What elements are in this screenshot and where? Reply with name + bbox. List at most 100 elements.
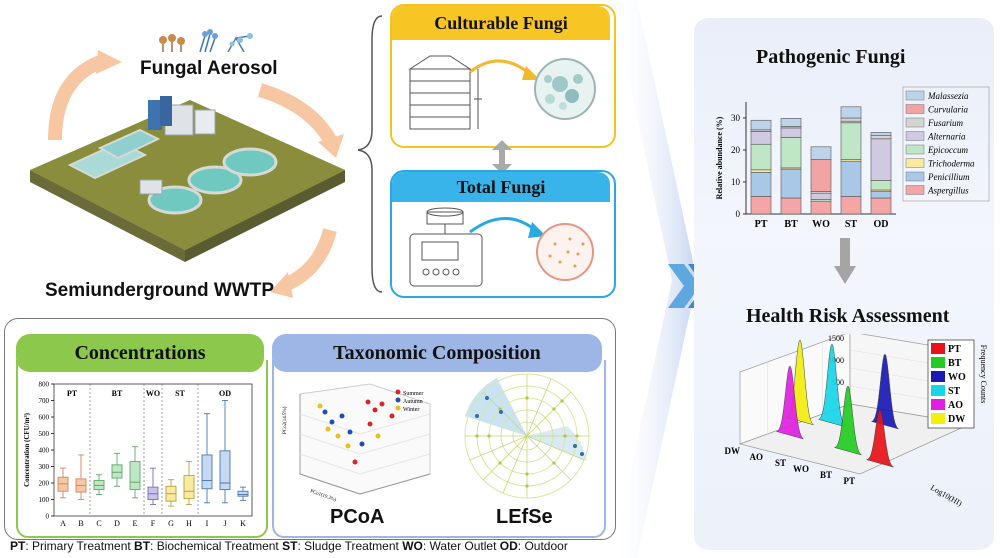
pcoa-legend-autumn: Autumn [403,399,423,405]
legend-label: BT [948,358,962,369]
box-body [183,475,195,500]
pcoa-plot: Summer Autumn Winter PCo2(14.5%) PCo1(19… [283,383,431,503]
bar-segment [780,168,802,199]
legend-label: DW [948,414,965,425]
x-axis-label: Log10(HI) [929,483,964,508]
bar-segment [780,197,802,215]
legend-swatch [905,144,925,155]
bar-segment [780,127,802,138]
box-body [129,461,141,491]
y-tick-label: 10 [731,177,741,187]
legend-swatch [931,399,945,410]
bar-segment [870,138,892,181]
category-label: PT [843,476,855,486]
y-tick-label: 30 [731,113,741,123]
legend-label: ST [948,386,961,397]
pathogenic-title: Pathogenic Fungi [756,46,906,68]
y-tick-label: 0 [736,209,741,219]
bar-segment [810,146,832,160]
y-tick-label: 500 [39,430,50,438]
x-tick-label: OD [874,219,889,230]
legend-label: PT [948,344,961,355]
y-tick-label: 20 [731,145,741,155]
category-label: BT [820,470,832,480]
legend-label: Malassezia [927,91,969,101]
legend-swatch [905,171,925,182]
legend-label: Curvularia [928,105,969,115]
bar-segment [840,122,862,160]
bt-desc: : Biochemical Treatment [150,539,279,553]
legend-swatch [931,385,945,396]
down-arrow-icon [834,238,856,284]
air-sampler-icon [409,207,483,287]
x-tick-label: K [240,519,246,528]
x-tick-label: PT [755,219,768,230]
y-tick-label: 400 [39,447,50,455]
y-tick-label: 700 [39,397,50,405]
lefse-cladogram [464,373,590,499]
flow-arrow-icon [469,217,536,234]
total-drawing [409,207,594,287]
box-body [219,450,231,491]
legend-swatch [905,185,925,195]
legend-frame [902,86,990,202]
pcoa-label: PCoA [330,506,385,528]
x-tick-label: G [168,519,174,528]
pcoa-legend-winter: Winter [403,407,419,413]
pt-key: PT [10,539,26,553]
flow-arrow-icon [469,59,531,76]
legend-swatch [931,371,945,382]
cycle-arrow-bottom [281,228,337,292]
z-axis-label: Frequency Counts [979,345,988,403]
legend-label: AO [948,400,963,411]
x-tick-label: C [96,519,101,528]
concentrations-title: Concentrations [16,334,264,372]
bar-segment [810,200,832,215]
culturable-drawing [408,55,596,130]
wo-key: WO [402,539,423,553]
legend-swatch [905,104,925,114]
legend-swatch [905,90,925,101]
legend-label: Alternaria [927,132,966,142]
legend-swatch [905,131,925,141]
category-label: DW [725,446,741,456]
z-tick-label: 1000 [828,356,844,365]
x-tick-label: D [114,519,120,528]
group-label: ST [175,389,185,398]
y-tick-label: 0 [46,513,50,521]
y-tick-label: 100 [39,496,50,504]
bar-segment [870,180,892,191]
y-axis-label: Concentration (CFU/m³) [23,412,31,487]
legend-label: Penicillium [927,172,970,182]
box-body [201,454,213,490]
bar-segment [870,191,892,199]
fungal-aerosol-label: Fungal Aerosol [140,58,278,79]
cycle-arrow-right [257,83,337,144]
x-tick-label: B [78,519,83,528]
y-tick-label: 600 [39,414,50,422]
pcoa-legend: Summer Autumn Winter [395,389,423,413]
st-key: ST [282,539,298,553]
legend-label: Fusarium [927,118,964,128]
legend-label: Epicoccum [927,145,968,155]
density-peak [870,353,899,430]
legend-swatch [905,158,925,168]
legend-swatch [931,343,945,354]
total-title: Total Fungi [392,172,610,202]
bar-segment [840,160,862,197]
pcoa-axis-x: PCo1(19.3%) [309,489,337,503]
legend-swatch [905,117,925,128]
pcoa-points [317,399,395,465]
x-tick-label: H [186,519,192,528]
concentrations-box [16,360,268,538]
bracket [357,15,383,293]
taxonomic-title: Taxonomic Composition [272,334,602,372]
box-body [111,464,123,479]
bar-segment [750,131,772,145]
wo-desc: : Water Outlet [422,539,497,553]
culturable-title: Culturable Fungi [392,6,610,40]
taxonomic-box [272,360,606,538]
y-tick-label: 300 [39,463,50,471]
